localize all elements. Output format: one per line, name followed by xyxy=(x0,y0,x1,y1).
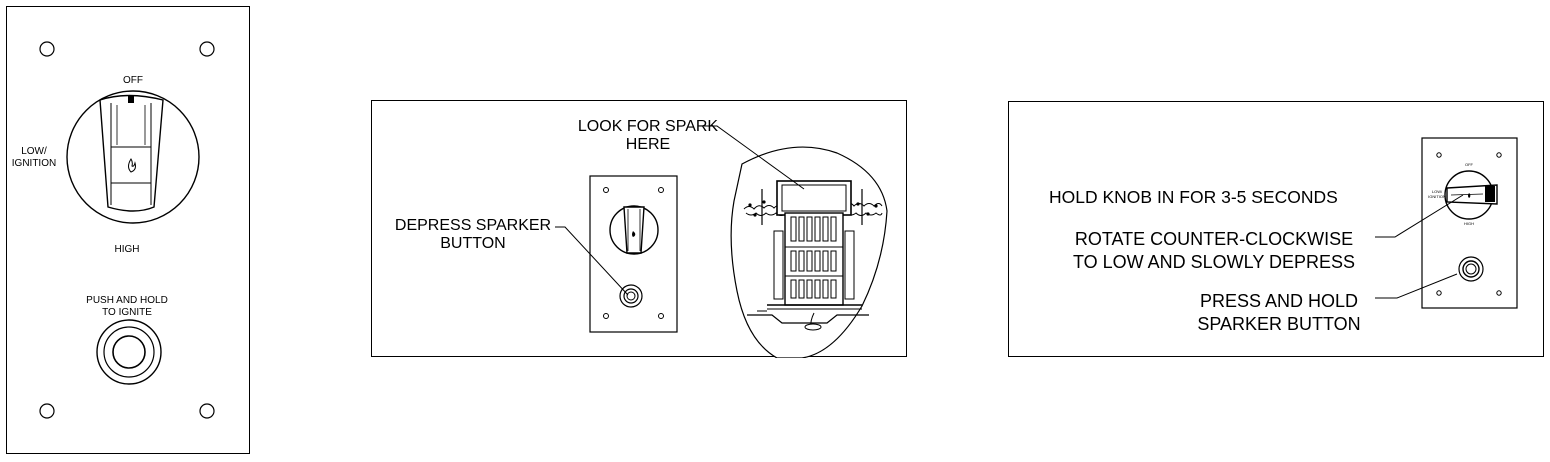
flame-icon xyxy=(128,158,136,173)
mounting-hole xyxy=(199,403,215,419)
press-and-hold-label: PRESS AND HOLD SPARKER BUTTON xyxy=(1197,291,1361,335)
control-plate-art xyxy=(39,41,215,419)
knob-pointer xyxy=(128,95,134,103)
sparker-button-ring xyxy=(103,326,155,378)
sparker-button-cap xyxy=(112,335,146,369)
press-hold-leader xyxy=(1375,273,1458,299)
rotate-counter-clockwise-label: ROTATE COUNTER-CLOCKWISE TO LOW AND SLOW… xyxy=(1072,229,1356,273)
mounting-hole xyxy=(199,41,215,57)
high-label: HIGH xyxy=(114,244,140,255)
ignition-instructions-art xyxy=(1375,137,1518,309)
ignition-instructions-panel: OFF LOW/ IGNITION HIGH HOLD KNOB IN FOR … xyxy=(1008,101,1544,357)
rotate-leader xyxy=(1375,194,1464,238)
off-label: OFF xyxy=(123,75,143,86)
look-for-spark-label: LOOK FOR SPARK HERE xyxy=(577,118,719,154)
low-ignition-label: LOW/ IGNITION xyxy=(11,146,57,169)
mounting-hole xyxy=(39,41,55,57)
mini-sparker-button xyxy=(619,284,643,308)
spark-check-art xyxy=(555,125,888,358)
mini-low-ignition-label: LOW/ IGNITION xyxy=(1428,189,1446,199)
spark-check-panel: LOOK FOR SPARK HERE DEPRESS SPARKER BUTT… xyxy=(371,100,907,358)
mounting-hole xyxy=(39,403,55,419)
depress-sparker-label: DEPRESS SPARKER BUTTON xyxy=(394,217,552,253)
control-plate-panel: OFF LOW/ IGNITION HIGH PUSH AND HOLD TO … xyxy=(6,6,250,454)
spark-electrode-housing xyxy=(776,180,852,216)
depress-sparker-leader xyxy=(555,226,629,296)
burner-body xyxy=(784,212,844,306)
mini-high-label: HIGH xyxy=(1464,221,1474,226)
knob-handle xyxy=(99,94,164,212)
mini-off-label: OFF xyxy=(1465,162,1473,167)
push-and-hold-label: PUSH AND HOLD TO IGNITE xyxy=(86,295,168,318)
look-for-spark-leader xyxy=(704,125,805,190)
hold-knob-label: HOLD KNOB IN FOR 3-5 SECONDS xyxy=(1049,187,1338,207)
